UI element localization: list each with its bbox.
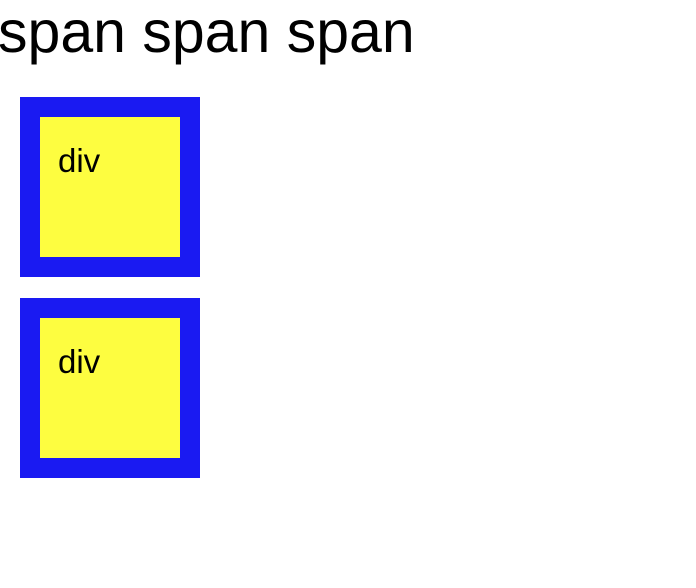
box-label: div: [58, 343, 101, 380]
heading-span-2: span: [142, 0, 271, 65]
heading-span-3: span: [286, 0, 415, 65]
heading-span-1: span: [0, 0, 126, 65]
blue-bordered-box-1: div: [20, 97, 200, 277]
box-label: div: [58, 142, 101, 179]
heading: span span span: [0, 0, 696, 62]
blue-bordered-box-2: div: [20, 298, 200, 478]
